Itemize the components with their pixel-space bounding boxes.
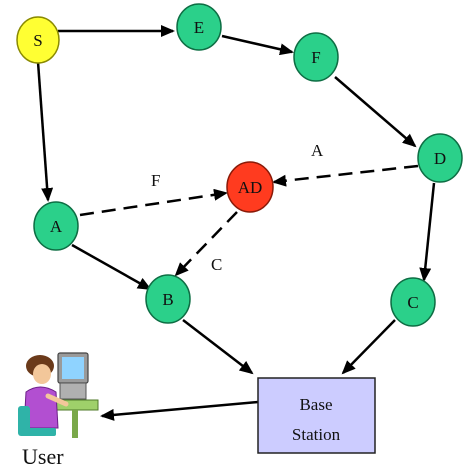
edge-c-basestation: [341, 319, 396, 375]
edge-label-d-ad: A: [311, 141, 324, 160]
edge-label-a-ad: F: [151, 171, 160, 190]
node-c-label: C: [407, 293, 418, 312]
edge-e-f: [221, 34, 294, 56]
node-ad: AD: [226, 161, 274, 213]
node-d-label: D: [434, 149, 446, 168]
base-station: Base Station: [257, 377, 376, 454]
base-station-label-line2: Station: [292, 425, 341, 444]
node-s-label: S: [33, 31, 42, 50]
edge-d-ad: [272, 164, 419, 187]
node-s: S: [16, 16, 60, 64]
edge-b-basestation: [182, 319, 254, 375]
node-f: F: [293, 32, 339, 82]
node-a: A: [33, 201, 79, 251]
node-b-label: B: [162, 290, 173, 309]
node-f-label: F: [311, 48, 320, 67]
edge-basestation-user: [100, 400, 259, 421]
node-e-label: E: [194, 18, 204, 37]
node-ad-label: AD: [238, 178, 263, 197]
edge-d-c: [419, 182, 436, 282]
edge-s-a: [36, 61, 54, 202]
edge-a-ad: [79, 188, 228, 217]
node-b: B: [145, 274, 191, 324]
node-c: C: [390, 277, 436, 327]
edge-label-ad-b: C: [211, 255, 222, 274]
edge-f-d: [334, 76, 417, 148]
base-station-label-line1: Base: [299, 395, 332, 414]
node-e: E: [176, 3, 222, 51]
edge-ad-b: [174, 211, 238, 277]
node-d: D: [417, 133, 463, 183]
edge-a-b: [71, 243, 152, 291]
user-label: User: [22, 444, 64, 469]
computer-user-icon: [18, 352, 99, 438]
node-a-label: A: [50, 217, 63, 236]
